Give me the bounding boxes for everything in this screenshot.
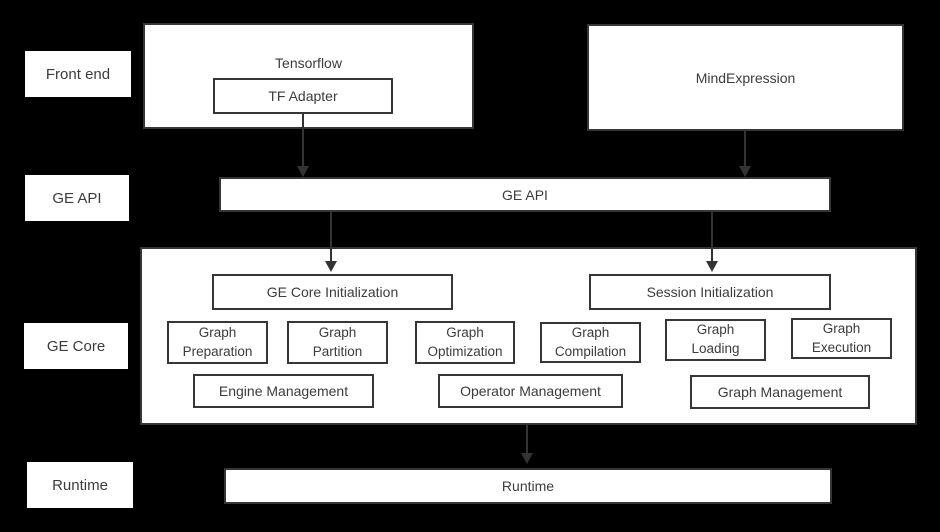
tensorflow-label: Tensorflow (275, 55, 342, 71)
arrow-stem (711, 212, 713, 261)
arrow-tf-adapter-to-ge-api (297, 114, 309, 177)
ge-api-bar: GE API (219, 177, 831, 212)
row-label-front-end: Front end (25, 51, 131, 97)
mindexpression-box: MindExpression (587, 24, 904, 131)
arrow-ge-api-to-session-initialization (706, 212, 718, 272)
arrow-head-icon (739, 166, 751, 177)
module-box-graph-loading: Graph Loading (665, 319, 766, 361)
arrow-head-icon (521, 453, 533, 464)
arrow-stem (744, 131, 746, 166)
arrow-stem (302, 114, 304, 166)
arrow-head-icon (297, 166, 309, 177)
module-box-graph-optimization: Graph Optimization (415, 321, 515, 364)
row-label-ge-api: GE API (25, 175, 129, 221)
arrow-head-icon (325, 261, 337, 272)
tf-adapter-box: TF Adapter (213, 78, 393, 114)
row-label-ge-core: GE Core (24, 323, 128, 369)
arrow-head-icon (706, 261, 718, 272)
arrow-stem (526, 425, 528, 453)
ge-core-initialization-box: GE Core Initialization (212, 274, 453, 310)
operator-management-box: Operator Management (438, 374, 623, 408)
module-box-graph-compilation: Graph Compilation (540, 322, 641, 363)
engine-management-box: Engine Management (193, 374, 374, 408)
row-label-runtime: Runtime (27, 462, 133, 508)
session-initialization-box: Session Initialization (589, 274, 831, 310)
runtime-bar: Runtime (224, 468, 832, 504)
module-box-graph-partition: Graph Partition (287, 321, 388, 364)
arrow-ge-core-to-runtime (521, 425, 533, 464)
module-box-graph-execution: Graph Execution (791, 318, 892, 359)
module-box-graph-preparation: Graph Preparation (167, 321, 268, 364)
arrow-ge-api-to-ge-core-initialization (325, 212, 337, 272)
graph-management-box: Graph Management (690, 375, 870, 409)
arrow-stem (330, 212, 332, 261)
arrow-mindexpression-to-ge-api (739, 131, 751, 177)
tensorflow-box: Tensorflow TF Adapter (143, 23, 474, 129)
